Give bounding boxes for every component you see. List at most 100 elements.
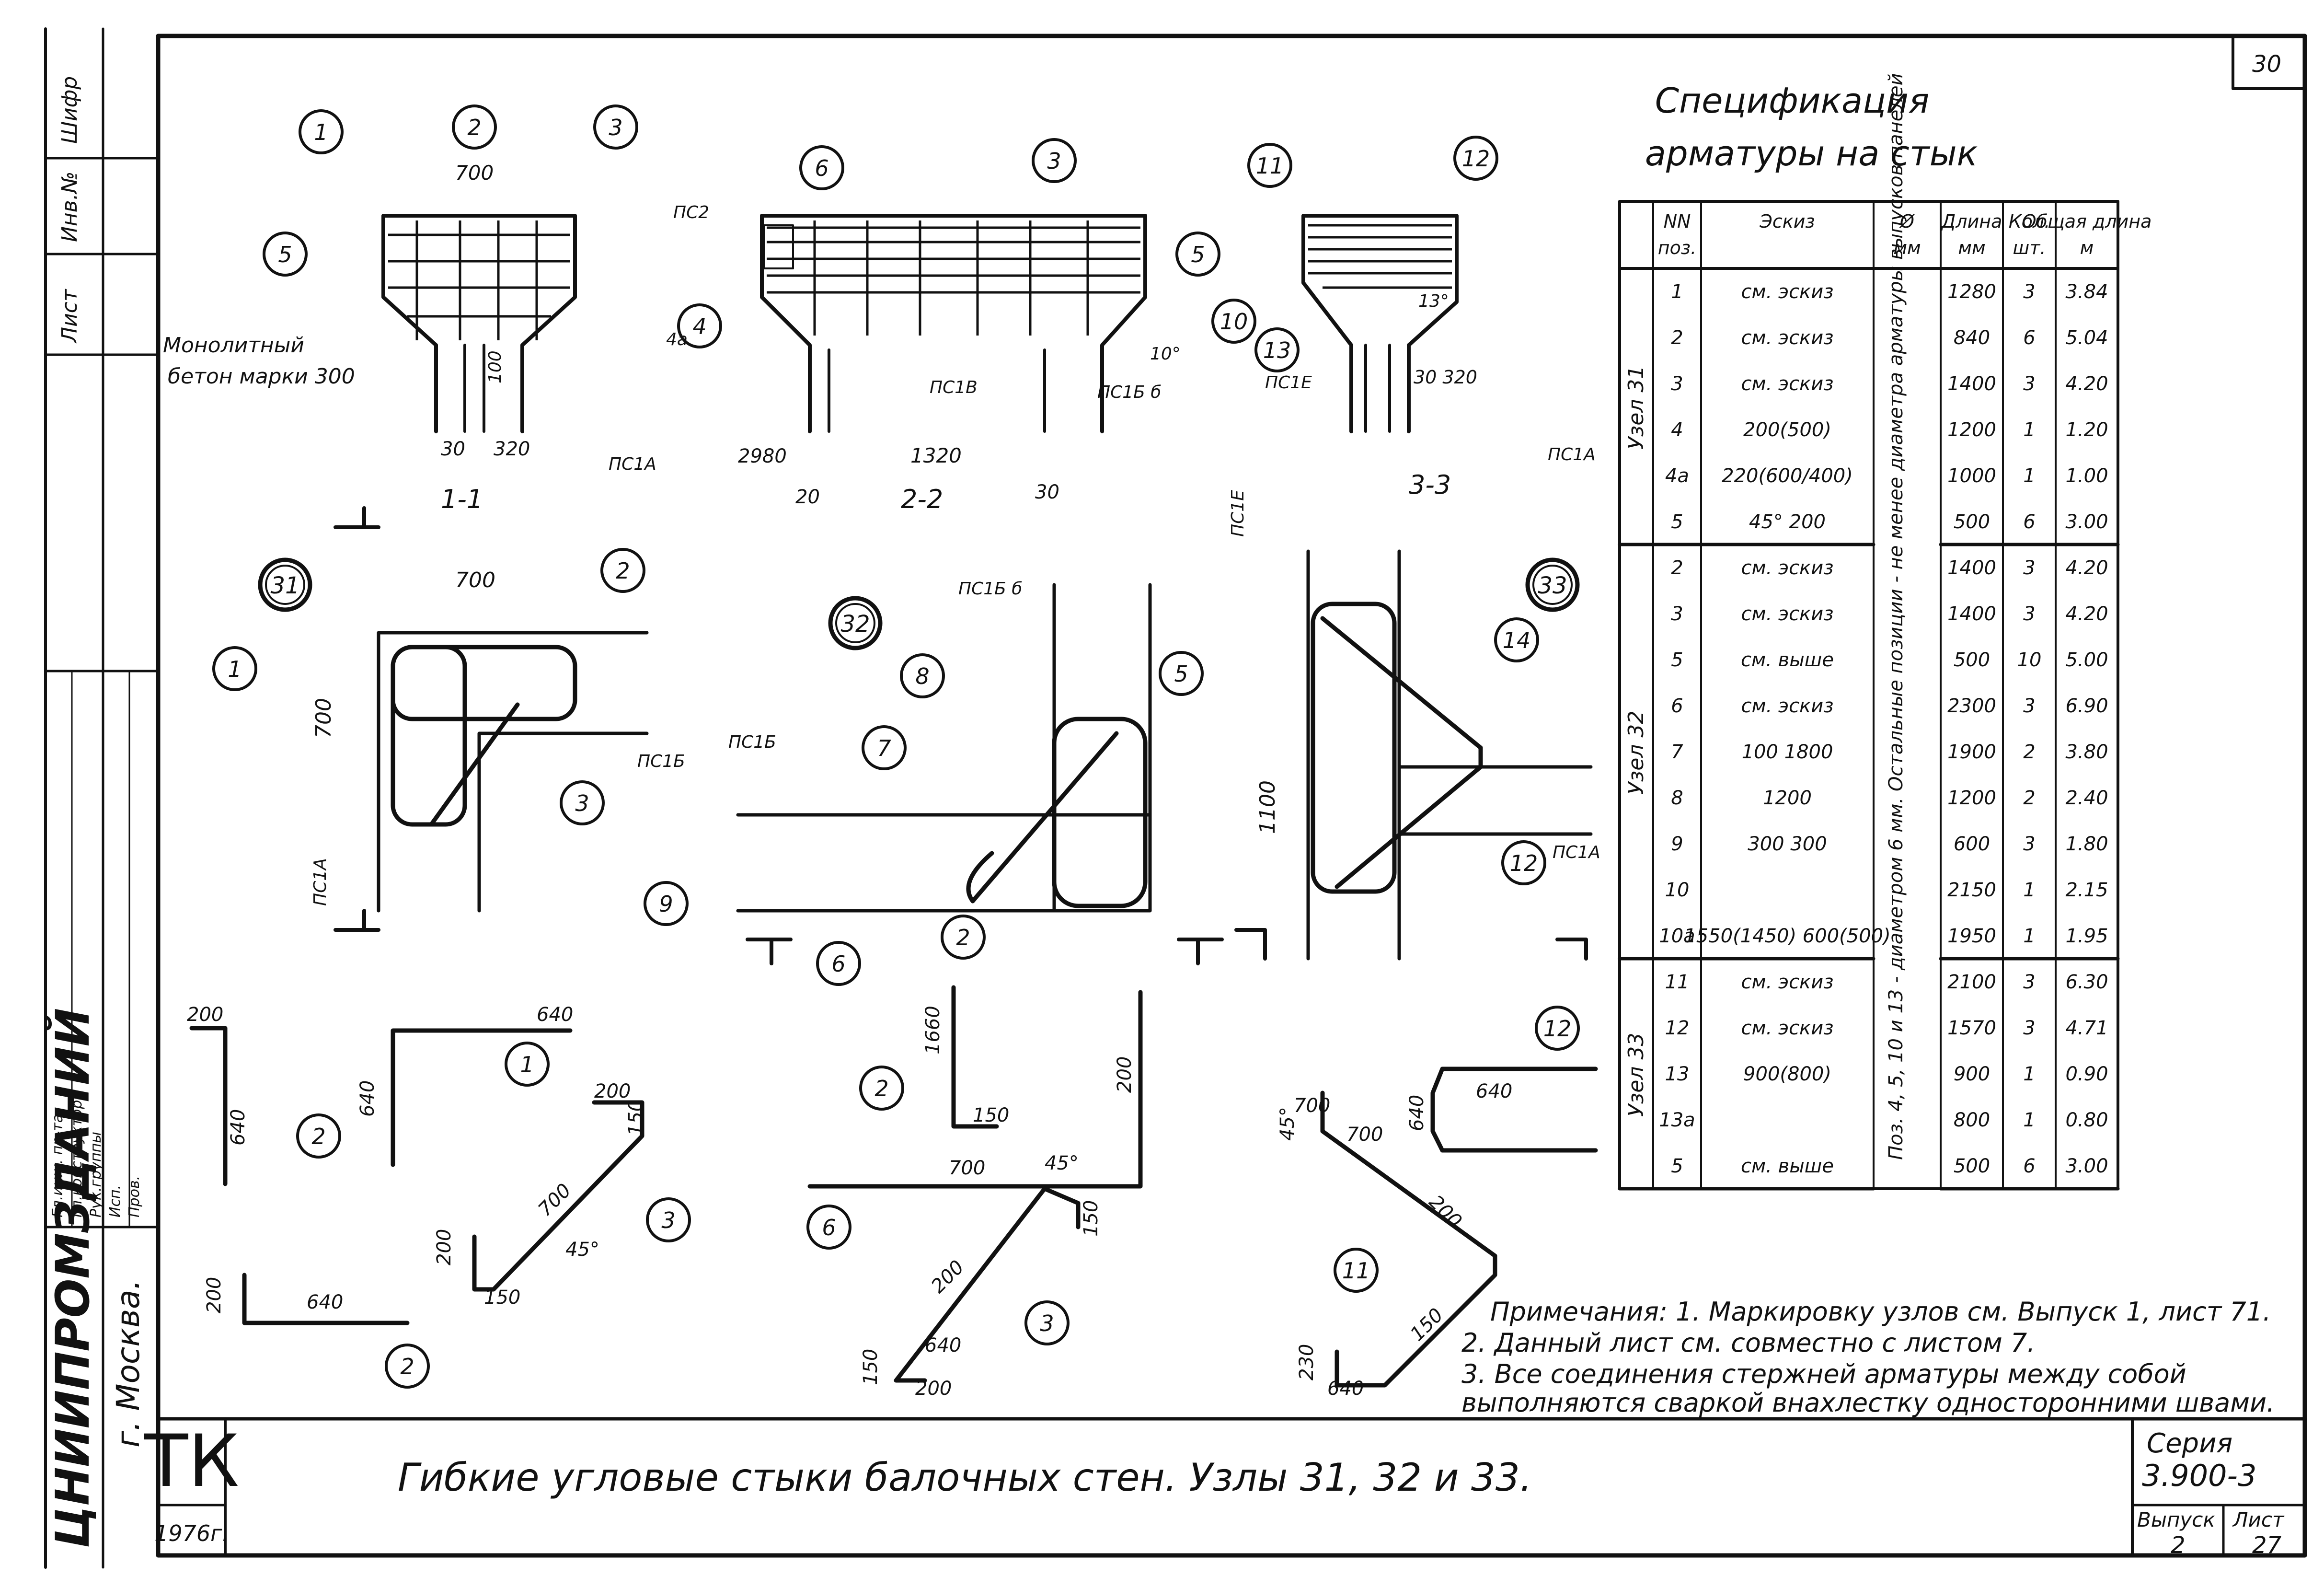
callout-circle [593, 104, 638, 150]
callout-number: 6 [831, 951, 845, 977]
series-label: Серия [2147, 1428, 2232, 1459]
spec-cell-length: 1200 [1947, 419, 1996, 441]
bar-dim-label: 45° [1277, 1107, 1299, 1141]
note-line-4: выполняются сваркой внахлестку односторо… [1461, 1388, 2275, 1418]
dim-700-n31a: 700 [455, 568, 495, 592]
spec-cell-length: 600 [1954, 833, 1990, 855]
dim-1100: 1100 [1255, 780, 1280, 834]
dim-30-s1: 30 [441, 438, 465, 460]
bar-dim-label: 640 [307, 1291, 343, 1313]
spec-cell-pos: 5 [1671, 1155, 1683, 1177]
spec-cell-qty: 3 [2023, 833, 2035, 855]
spec-cell-length: 2150 [1947, 879, 1996, 901]
node-marker-circle [258, 557, 312, 612]
spec-cell-sketch: 1200 [1763, 787, 1812, 809]
node-31-plan: 700 700 ПС1Б ПС1А [311, 568, 685, 913]
spec-cell-sketch: см. эскиз [1741, 281, 1834, 303]
spec-cell-qty: 3 [2023, 281, 2035, 303]
callout-number: 8 [915, 663, 929, 689]
spec-cell-total: 4.20 [2065, 373, 2108, 395]
spec-cell-qty: 3 [2023, 695, 2035, 717]
callout-circle [1247, 143, 1292, 188]
spec-cell-total: 0.80 [2065, 1109, 2108, 1131]
panel-pc1a-n33: ПС1А [1553, 843, 1600, 862]
callout-number: 2 [400, 1354, 414, 1379]
spec-cell-length: 1200 [1947, 787, 1996, 809]
sheet-frame [156, 34, 2307, 1558]
callout-number: 5 [1191, 242, 1205, 267]
title-block: ТК 1976г. Гибкие угловые стыки балочных … [144, 1420, 2285, 1559]
spec-cell-qty: 1 [2023, 419, 2035, 441]
callout-number: 11 [1256, 153, 1284, 179]
concrete-note-1: Монолитный [163, 333, 304, 358]
issue-label: Выпуск [2137, 1508, 2215, 1531]
page-label: Лист [2232, 1508, 2285, 1531]
node-marker-number: 31 [270, 572, 299, 599]
dim-100-s1: 100 [485, 350, 505, 383]
node-33-plan: 1100 ПС1Е ПС1А [1228, 490, 1600, 961]
spec-cell-total: 4.20 [2065, 603, 2108, 625]
spec-cell-length: 1900 [1947, 741, 1996, 763]
node-marker-number: 32 [840, 611, 870, 638]
bar-dim-label: 640 [1406, 1095, 1428, 1131]
stamp-tk: ТК [144, 1420, 239, 1503]
strip-label-inv: Инв.№ [58, 172, 82, 242]
spec-header-cell: Кол. [2009, 211, 2050, 232]
panel-pc1b6-n32: ПС1Б б [958, 579, 1022, 599]
dim-13deg: 13° [1418, 291, 1449, 311]
strip-label-list: Лист [58, 289, 82, 344]
spec-cell-sketch: 45° 200 [1749, 511, 1826, 533]
dim-700-s1: 700 [455, 161, 494, 185]
callout-circle [505, 1042, 550, 1087]
concrete-note-2: бетон марки 300 [168, 364, 355, 389]
spec-cell-length: 500 [1954, 649, 1990, 671]
spec-cell-pos: 5 [1671, 649, 1683, 671]
spec-cell-total: 2.15 [2065, 879, 2108, 901]
spec-table: Спецификация арматуры на стык NNпоз.Эски… [1618, 73, 2151, 1191]
panel-pc2: ПС2 [673, 203, 709, 222]
bar-dim-label: 640 [925, 1334, 961, 1356]
spec-cell-total: 1.00 [2065, 465, 2108, 487]
callout-number: 3 [1040, 1310, 1054, 1336]
spec-cell-sketch: см. эскиз [1741, 373, 1834, 395]
callout-circle [862, 725, 907, 770]
callout-circle [646, 1197, 691, 1242]
spec-group-name: Узел 33 [1624, 1033, 1648, 1117]
callout-number: 5 [1174, 661, 1188, 687]
bar-dim-label: 200 [915, 1378, 952, 1400]
bar-dim-label: 700 [534, 1180, 576, 1221]
spec-cell-qty: 6 [2023, 511, 2035, 533]
page-value: 27 [2252, 1532, 2282, 1559]
spec-cell-pos: 13 [1665, 1063, 1690, 1085]
spec-cell-qty: 1 [2023, 1109, 2035, 1131]
bar-dim-label: 230 [1296, 1344, 1318, 1380]
dim-2980: 2980 [738, 445, 787, 467]
panel-pc1e: ПС1Е [1265, 373, 1312, 393]
callout-number: 7 [877, 735, 891, 761]
bar-dim-label: 200 [203, 1277, 225, 1313]
spec-cell-pos: 5 [1671, 511, 1683, 533]
spec-group-name: Узел 31 [1624, 366, 1648, 450]
spec-cell-pos: 7 [1671, 741, 1683, 763]
spec-cell-pos: 10а [1659, 925, 1695, 947]
dim-10deg: 10° [1150, 344, 1181, 364]
org-name: ЦНИИПРОМЗДАНИЙ [46, 1008, 100, 1548]
bar-dim-label: 200 [1425, 1191, 1466, 1233]
spec-cell-sketch: 300 300 [1748, 833, 1827, 855]
node-marker-number: 33 [1538, 572, 1567, 599]
callout-number: 3 [661, 1207, 675, 1233]
sign-row-label: Гл.конструктор [69, 1100, 85, 1217]
spec-cell-length: 1280 [1947, 281, 1996, 303]
callout-number: 3 [1047, 148, 1061, 174]
callout-number: 12 [1543, 1016, 1572, 1042]
spec-cell-length: 900 [1954, 1063, 1990, 1085]
spec-cell-pos: 13а [1659, 1109, 1695, 1131]
note-line-2: 2. Данный лист см. совместно с листом 7. [1461, 1328, 2035, 1358]
callout-circle [859, 1066, 904, 1111]
spec-cell-length: 1400 [1947, 603, 1996, 625]
spec-cell-pos: 2 [1671, 327, 1683, 349]
callout-number: 12 [1462, 146, 1490, 172]
callout-circle [212, 646, 257, 691]
dim-700-n31b: 700 [311, 698, 336, 738]
